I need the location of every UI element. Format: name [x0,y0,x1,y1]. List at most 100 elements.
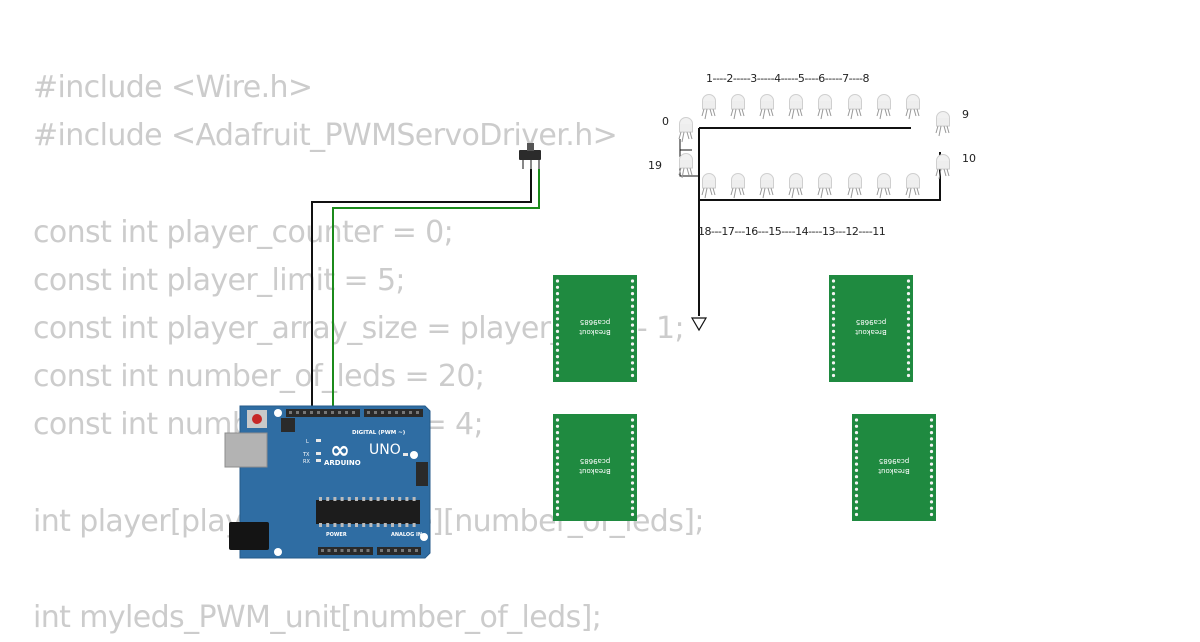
led-leg [741,108,745,117]
pca-pin-hole [929,424,934,428]
led-leg [820,187,824,199]
digital-header-left [286,409,360,417]
pca-pin-hole [906,361,911,365]
pca9685-boards: Breakoutpca9685Breakoutpca9685Breakoutpc… [553,275,936,521]
header-pin [321,549,324,552]
led-leg [887,187,891,196]
switch-slider[interactable] [527,143,534,151]
header-pin [402,411,405,414]
pca-pin-hole [906,298,911,302]
led-body [848,101,862,110]
header-pin [345,411,348,414]
code-line: int myleds_PWM_unit[number_of_leds]; [33,600,602,636]
chip-pin [369,523,373,527]
rgb-led [876,94,891,120]
pca-pin-hole [831,361,836,365]
pca-pin-hole [555,361,560,365]
code-line: const int player_counter = 0; [33,214,454,250]
pca-label-line1: Breakout [878,467,910,475]
rgb-led [678,117,693,143]
led-leg [770,108,774,117]
l-led-label: L [306,439,309,445]
pca-pin-hole [906,317,911,321]
slide-switch[interactable] [519,143,541,169]
status-led [316,439,321,442]
pca-pin-hole [630,292,635,296]
pca-pin-hole [630,361,635,365]
led-leg [709,108,713,117]
pca-pin-hole [929,506,934,510]
rgb-led [678,153,693,179]
code-line: const int player_limit = 5; [33,262,406,298]
pca-label-line1: Breakout [855,328,887,336]
pca9685-pcb [553,275,637,382]
led-leg [817,187,821,196]
pca-pin-hole [555,462,560,466]
pca-pin-hole [555,512,560,517]
header-pin [334,549,337,552]
chip-pin [326,497,330,501]
header-pin [317,411,320,414]
chip-pin [347,497,351,501]
rgb-led [730,173,745,199]
pca-pin-hole [929,494,934,498]
header-pin [367,411,370,414]
rx-led-label: RX [303,459,310,465]
pca-pin-hole [630,355,635,359]
pca-pin-hole [630,506,635,510]
led-leg [788,187,792,196]
pca-pin-hole [929,475,934,479]
led-leg [791,187,795,199]
header-pin [296,411,299,414]
pca-pin-hole [630,512,635,517]
led-leg [916,108,920,117]
digital-header-label: DIGITAL (PWM ~) [352,430,406,436]
pca-pin-hole [831,279,836,283]
pca-pin-hole [630,462,635,466]
led-leg [828,108,832,117]
pca-pin-hole [854,494,859,498]
switch-pin [522,160,524,169]
led-leg [946,125,950,134]
pca-pin-hole [929,512,934,517]
reset-button[interactable] [252,414,262,424]
led-leg [796,187,800,196]
led-leg [701,108,705,117]
pca-pin-hole [929,456,934,460]
pca-pin-hole [555,323,560,327]
chip-pin [340,497,344,501]
pca-pin-hole [555,310,560,315]
pca-pin-hole [831,298,836,302]
led-leg [704,108,708,120]
pca-pin-hole [555,329,560,333]
mounting-hole [274,409,282,417]
rgb-led [847,173,862,199]
led-body [760,180,774,189]
chip-pin [412,497,416,501]
pca-pin-hole [555,373,560,378]
led-leg [689,167,693,176]
pca-pin-hole [630,317,635,321]
rgb-led [817,94,832,120]
pca-pin-hole [929,431,934,435]
led-leg [913,187,917,196]
pca-pin-hole [630,336,635,340]
header-pin [395,411,398,414]
led-leg [759,187,763,196]
rgb-led [817,173,832,199]
led-leg [799,187,803,196]
pca-pin-hole [906,304,911,308]
led-leg [855,108,859,117]
tx-led-label: TX [302,452,310,458]
switch-body[interactable] [519,150,541,160]
pca-pin-hole [555,292,560,296]
pca-pin-hole [630,456,635,460]
led-leg [825,108,829,117]
led-body [702,180,716,189]
led-body [789,180,803,189]
led-leg [767,108,771,117]
chip-pin [398,523,402,527]
header-pin [416,411,419,414]
